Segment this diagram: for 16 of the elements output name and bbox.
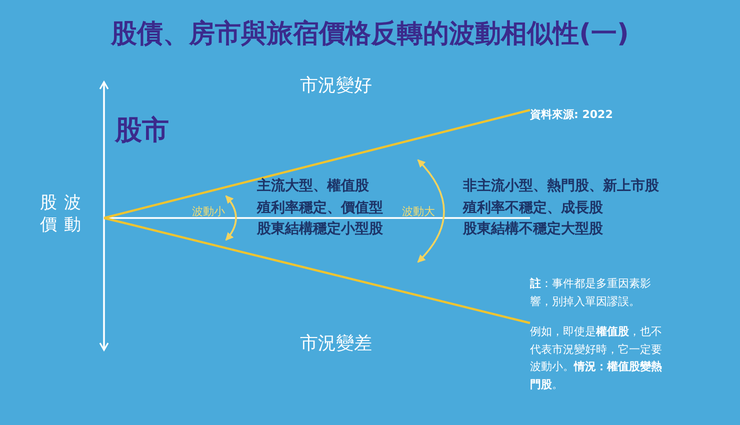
category-text: 非主流小型、熱門股、新上市股	[463, 178, 659, 196]
footnote: 註：事件都是多重因素影響，別掉入單因謬誤。	[530, 276, 652, 310]
source-note: 資料來源: 2022	[530, 107, 614, 123]
annotation-label: 波動小	[192, 205, 225, 219]
category-text: 殖利率不穩定、成長股	[463, 200, 603, 218]
category-text: 主流大型、權值股	[257, 178, 369, 196]
axis-label: 市況變好	[300, 75, 372, 98]
category-text: 股東結構不穩定大型股	[463, 221, 603, 238]
diagram-title: 股債、房市與旅宿價格反轉的波動相似性(一)	[110, 18, 630, 50]
category-text: 股東結構穩定小型股	[257, 221, 383, 238]
axis-label: 股價波動	[40, 192, 81, 236]
footnote: 例如，即使是權值股，也不代表市況變好時，它一定要波動小。情況：權值股變熱門股。	[530, 324, 663, 393]
axis-label: 市況變差	[300, 333, 372, 356]
category-text: 殖利率穩定、價值型	[257, 200, 383, 218]
section-heading: 股市	[115, 114, 169, 148]
annotation-label: 波動大	[402, 205, 435, 219]
